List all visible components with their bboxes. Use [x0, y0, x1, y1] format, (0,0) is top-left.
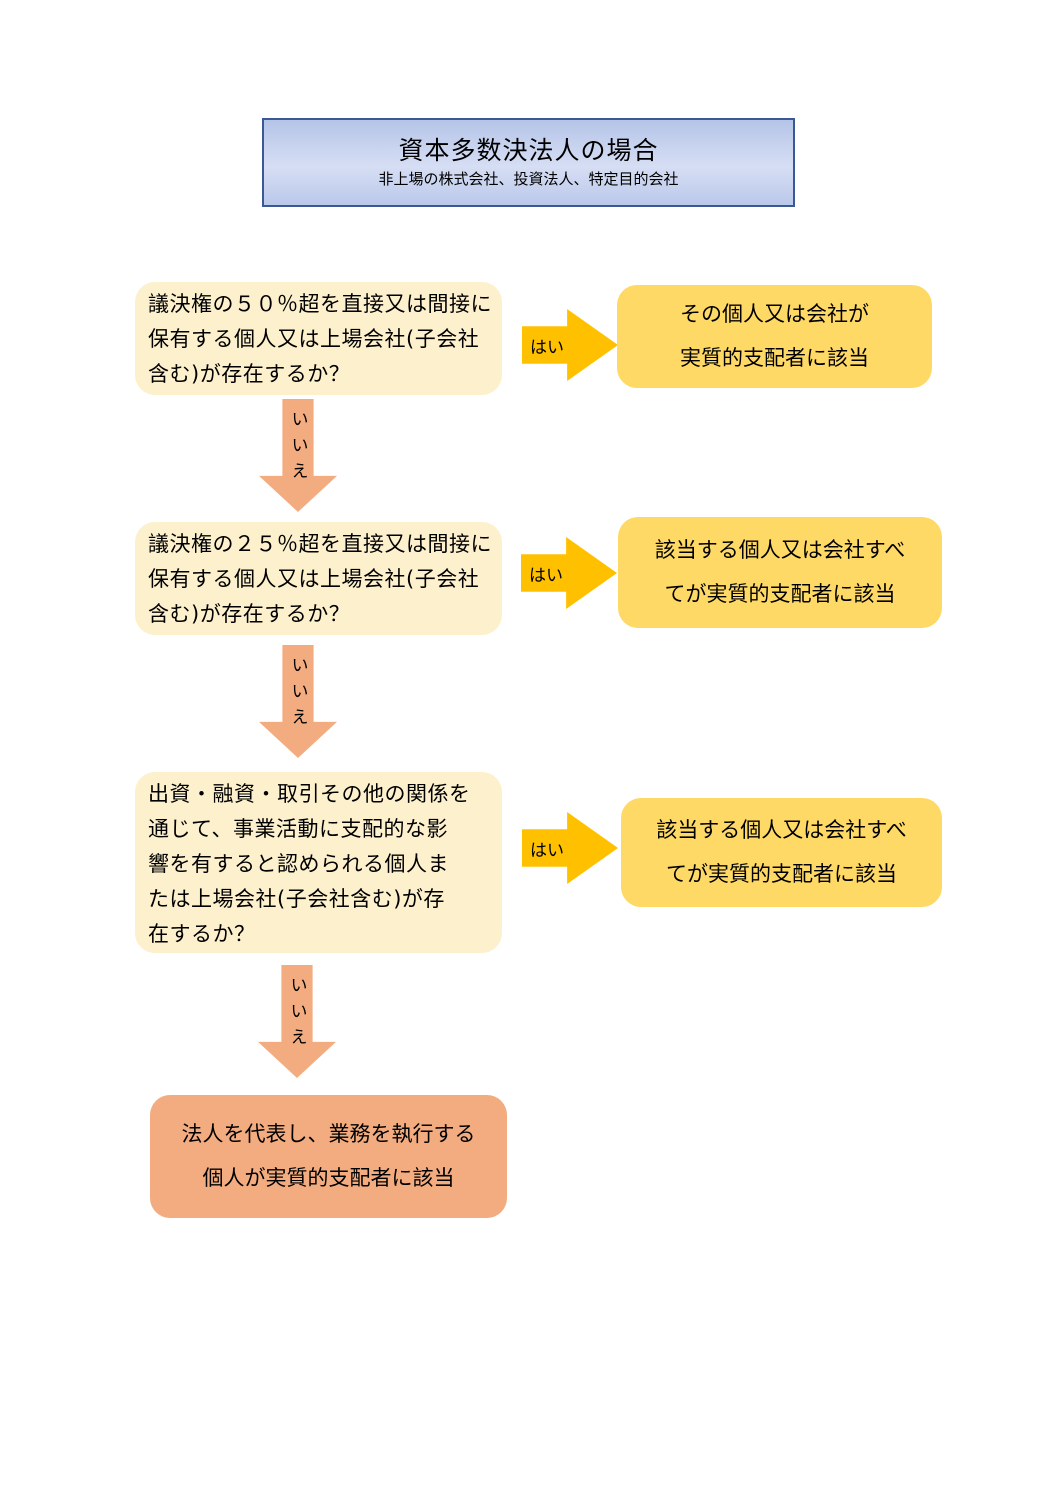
result-box-1: その個人又は会社が 実質的支配者に該当 [617, 285, 932, 388]
result-box-1-line2: 実質的支配者に該当 [680, 346, 869, 370]
no-arrow-label-3: いいえ [286, 976, 307, 1054]
final-result-box: 法人を代表し、業務を執行する 個人が実質的支配者に該当 [150, 1095, 507, 1218]
result-box-2-line1: 該当する個人又は会社すべ [654, 537, 906, 562]
yes-arrow-label-2: はい [528, 565, 563, 586]
result-box-3-line1: 該当する個人又は会社すべ [656, 817, 907, 842]
yes-arrow-label-1: はい [529, 337, 564, 358]
no-arrow-icon-2: いいえ [259, 645, 337, 758]
question-box-1: 議決権の５０％超を直接又は間接に 保有する個人又は上場会社(子会社 含む)が存在… [135, 282, 502, 395]
question-box-3: 出資・融資・取引その他の関係を 通じて、事業活動に支配的な影 響を有すると認めら… [135, 772, 502, 953]
page-subtitle: 非上場の株式会社、投資法人、特定目的会社 [378, 170, 679, 189]
no-arrow-icon-3: いいえ [258, 965, 336, 1078]
page-title: 資本多数決法人の場合 [398, 136, 659, 166]
no-arrow-label-1: いいえ [287, 410, 308, 488]
yes-arrow-icon-2: はい [521, 537, 617, 609]
final-result-line1: 法人を代表し、業務を執行する [181, 1121, 476, 1146]
yes-arrow-label-3: はい [529, 840, 564, 861]
result-box-3-line2: てが実質的支配者に該当 [666, 862, 897, 886]
no-arrow-label-2: いいえ [287, 656, 308, 734]
result-box-2-line2: てが実質的支配者に該当 [664, 582, 896, 606]
result-box-2: 該当する個人又は会社すべ てが実質的支配者に該当 [618, 517, 942, 628]
result-box-3: 該当する個人又は会社すべ てが実質的支配者に該当 [621, 798, 942, 907]
title-box: 資本多数決法人の場合 非上場の株式会社、投資法人、特定目的会社 [262, 118, 795, 207]
final-result-line2: 個人が実質的支配者に該当 [202, 1166, 455, 1190]
yes-arrow-icon-3: はい [522, 812, 618, 884]
no-arrow-icon-1: いいえ [259, 399, 337, 512]
yes-arrow-icon-1: はい [522, 309, 618, 381]
result-box-1-line1: その個人又は会社が [680, 301, 869, 326]
question-box-2: 議決権の２５％超を直接又は間接に 保有する個人又は上場会社(子会社 含む)が存在… [135, 522, 502, 635]
